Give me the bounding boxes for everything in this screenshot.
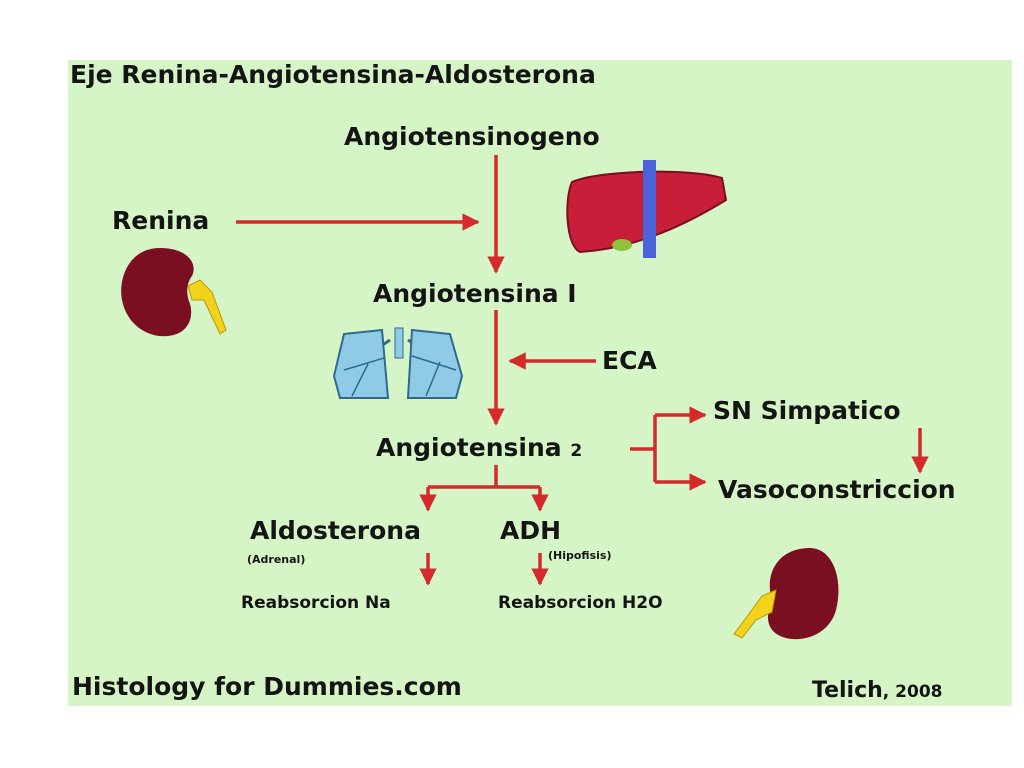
node-adh: ADH — [500, 516, 562, 545]
angiotensina-2-label: Angiotensina — [376, 433, 562, 462]
node-adrenal: (Adrenal) — [247, 553, 306, 566]
node-vasoconstriccion: Vasoconstriccion — [718, 475, 956, 504]
node-angiotensinogeno: Angiotensinogeno — [344, 122, 600, 151]
node-reabsorcion-h2o: Reabsorcion H2O — [498, 593, 663, 613]
lungs-icon — [332, 327, 464, 399]
footer-author: Telich — [812, 678, 883, 703]
node-aldosterona: Aldosterona — [250, 516, 421, 545]
node-angiotensina-2: Angiotensina 2 — [376, 433, 582, 462]
node-renina: Renina — [112, 206, 210, 235]
footer-source: Histology for Dummies.com — [72, 672, 462, 701]
angiotensina-2-subscript: 2 — [570, 441, 583, 461]
footer-year: , 2008 — [882, 682, 943, 702]
node-hipofisis: (Hipofisis) — [548, 549, 612, 562]
node-eca: ECA — [602, 346, 657, 375]
footer-credit: Telich, 2008 — [812, 678, 943, 703]
node-reabsorcion-na: Reabsorcion Na — [241, 593, 391, 613]
page-title: Eje Renina-Angiotensina-Aldosterona — [70, 60, 596, 89]
kidney-icon — [733, 548, 839, 640]
arrows — [236, 155, 929, 586]
node-angiotensina-1: Angiotensina I — [373, 279, 577, 308]
diagram-panel — [68, 60, 1012, 706]
liver-icon — [566, 160, 728, 258]
node-sn-simpatico: SN Simpatico — [713, 396, 901, 425]
kidney-icon — [121, 248, 227, 337]
